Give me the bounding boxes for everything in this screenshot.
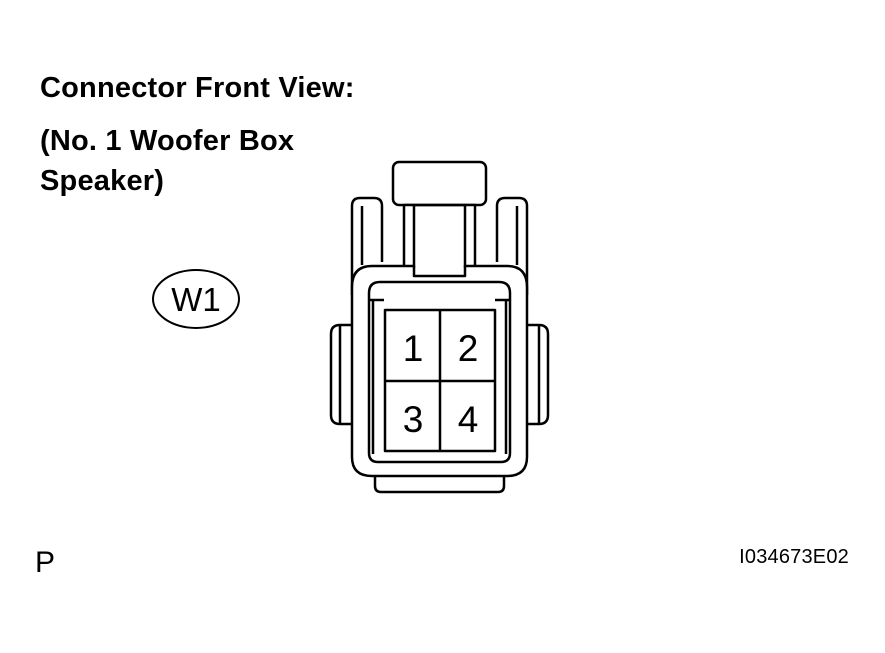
part-name-line-1: (No. 1 Woofer Box [40,125,295,157]
connector-latch [391,160,488,269]
pin-4-label: 4 [458,399,479,440]
connector-code-badge: W1 [152,269,240,329]
diagram-heading: Connector Front View: [40,72,355,104]
pin-3-label: 3 [403,399,424,440]
pin-2-label: 2 [458,328,479,369]
pin-1-label: 1 [403,328,424,369]
corner-letter: P [35,546,56,579]
image-id-label: I034673E02 [739,546,849,568]
connector-guide-rails [350,196,529,295]
pin-numbers: 1 2 3 4 [403,328,479,440]
part-name-line-2: Speaker) [40,165,165,197]
connector-side-tabs [329,323,550,426]
pin-grid [383,308,497,453]
connector-code-label: W1 [171,281,221,318]
